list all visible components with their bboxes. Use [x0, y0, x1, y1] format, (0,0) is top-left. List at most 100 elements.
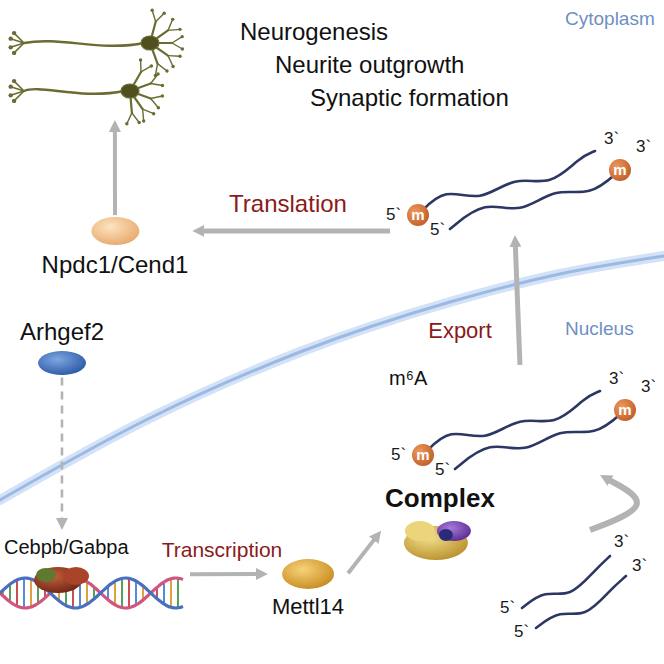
m6a-mark: m: [412, 444, 434, 466]
rna-end-label: 5`: [386, 205, 401, 225]
graphic-part: [121, 578, 123, 607]
rna-strand: [450, 170, 620, 229]
graphic-part: [86, 582, 88, 604]
flow-arrow: [190, 572, 258, 576]
rna-strand: [522, 556, 610, 608]
dashed-arrow: [61, 378, 64, 520]
graphic-part: [8, 36, 12, 40]
protein-node: Arhgef2: [16, 318, 108, 378]
rna-strand: [455, 410, 625, 469]
flow-arrow: [113, 130, 117, 215]
graphic-part: [161, 84, 164, 87]
graphic-part: [437, 521, 471, 541]
complex-node: Complex: [381, 484, 499, 562]
graphic-part: [141, 36, 159, 50]
rna-end-label: 5`: [435, 460, 450, 480]
graphic-part: [114, 581, 116, 605]
rna-end-label: 5`: [500, 598, 515, 618]
graphic-part: [165, 69, 168, 72]
node-label: Complex: [385, 484, 495, 514]
graphic-part: [178, 28, 181, 31]
transcription-factor-complex: [34, 567, 89, 593]
flow-arrow: [515, 245, 520, 365]
graphic-part: [12, 51, 16, 55]
mrna-node: m⁶A5`5`3`3`mm: [395, 365, 650, 475]
graphic-part: [168, 55, 180, 57]
node-label: Npdc1/Cend1: [42, 251, 189, 279]
graphic-part: [168, 19, 173, 30]
graphic-part: [172, 37, 182, 43]
graphic-part: [161, 94, 164, 97]
graphic-part: [157, 106, 160, 109]
edge-label: Translation: [229, 190, 347, 218]
compartment-label: Nucleus: [565, 318, 634, 340]
rna-end-label: 3`: [609, 369, 624, 389]
graphic-part: [152, 112, 155, 115]
graphic-part: [170, 579, 172, 608]
graphic-part: [158, 64, 167, 71]
compartment-label: Cytoplasm: [565, 8, 655, 30]
graphic-part: [152, 10, 156, 21]
graphic-part: [30, 579, 32, 607]
graphic-part: [8, 45, 12, 49]
flow-arrow: [590, 480, 637, 530]
graphic-part: [150, 64, 153, 67]
graphic-part: [156, 72, 159, 75]
outcome-text: Neurogenesis: [240, 18, 388, 46]
rna-strand: [536, 576, 626, 628]
graphic-part: [172, 43, 182, 49]
rna-end-label: 5`: [430, 220, 445, 240]
graphic-part: [24, 89, 124, 94]
neuron-illustration: NeurogenesisNeurite outgrowthSynaptic fo…: [0, 5, 235, 120]
m6a-mark: m: [407, 204, 429, 226]
graphic-part: [8, 93, 12, 97]
rna-end-label: 5`: [391, 445, 406, 465]
rna-end-label: 3`: [604, 129, 619, 149]
dna-helix: [0, 578, 183, 608]
graphic-part: [151, 74, 158, 83]
edge-label: Export: [428, 318, 492, 343]
rna-strand: [418, 151, 595, 215]
protein-label: Cebpb/Gabpa: [4, 536, 129, 559]
graphic-part: [24, 41, 144, 46]
protein-ellipse: [38, 351, 86, 375]
graphic-part: [135, 581, 137, 605]
protein-node: Mettl14: [268, 558, 348, 619]
m6a-mark: m: [609, 159, 631, 181]
graphic-part: [143, 109, 144, 121]
graphic-part: [0, 578, 183, 608]
outcome-text: Neurite outgrowth: [275, 51, 464, 79]
graphic-part: [141, 66, 151, 72]
protein-node: Npdc1/Cend1: [38, 215, 193, 279]
node-shape: [0, 5, 235, 120]
graphic-part: [140, 60, 142, 72]
node-shape: [268, 558, 348, 590]
graphic-part: [168, 56, 173, 67]
graphic-part: [12, 31, 16, 35]
graphic-part: [180, 35, 183, 38]
node-shape: [38, 215, 193, 247]
graphic-part: [439, 529, 453, 541]
graphic-part: [139, 58, 142, 61]
rna-end-label: 3`: [632, 556, 647, 576]
rna-end-label: 3`: [614, 532, 629, 552]
outcome-text: Synaptic formation: [310, 84, 509, 112]
graphic-part: [405, 521, 435, 541]
neuron-drawing: [8, 9, 184, 126]
node-shape: [381, 517, 499, 561]
graphic-part: [178, 55, 181, 58]
nuclear-membrane-edge: [0, 256, 664, 500]
flow-arrow: [202, 228, 390, 233]
graphic-part: [8, 84, 12, 88]
graphic-part: [171, 18, 174, 21]
graphic-part: [12, 99, 16, 103]
graphic-part: [132, 113, 139, 123]
node-label: Mettl14: [272, 594, 344, 619]
graphic-part: [151, 96, 163, 98]
rna-strand: [423, 391, 600, 455]
graphic-part: [177, 578, 179, 608]
m6a-mark: m: [614, 399, 636, 421]
modification-label: m⁶A: [389, 367, 427, 390]
graphic-part: [127, 113, 132, 124]
rna-end-label: 5`: [514, 622, 529, 642]
